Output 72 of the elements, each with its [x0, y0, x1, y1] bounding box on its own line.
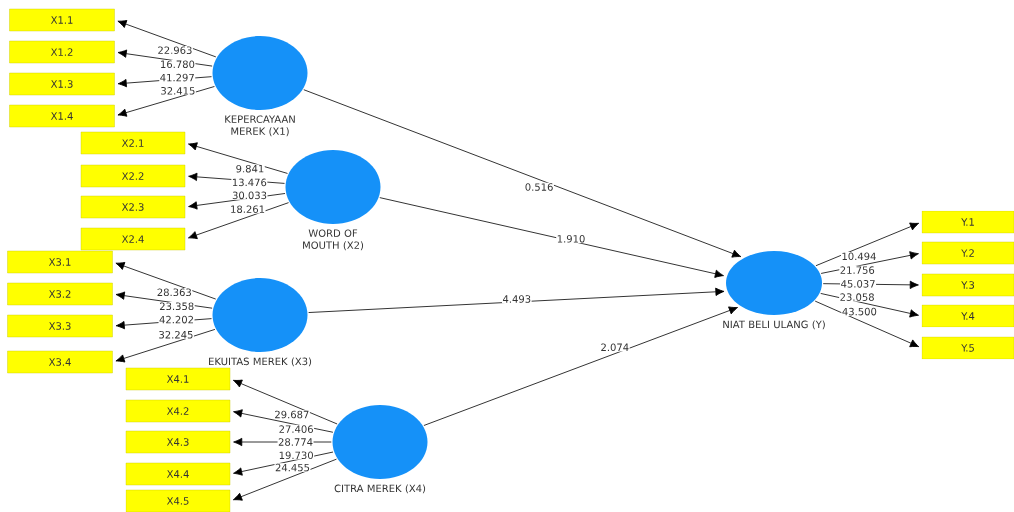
- edge-label: 4.493: [501, 294, 532, 304]
- arrow: [303, 89, 742, 258]
- arrow: [820, 251, 919, 274]
- indicator-box: X1.3: [9, 72, 115, 96]
- indicator-box: X3.4: [7, 350, 113, 374]
- arrow: [115, 291, 213, 309]
- arrow: [814, 300, 920, 348]
- edge-label: 43.500: [841, 307, 878, 316]
- arrow: [115, 329, 216, 363]
- edge-label: 23.058: [839, 292, 876, 302]
- edge-label: 22.963: [156, 45, 193, 55]
- indicator-box: X3.1: [7, 250, 113, 274]
- edge-label: 30.033: [231, 191, 268, 200]
- edge-label: 32.415: [159, 86, 196, 96]
- indicator-box: X1.2: [9, 40, 115, 64]
- indicator-box: X2.2: [80, 164, 186, 188]
- indicator-box: X3.2: [7, 282, 113, 306]
- arrow: [308, 287, 725, 313]
- arrow: [117, 20, 217, 58]
- edge-label: 42.202: [158, 315, 195, 324]
- edge-label: 10.494: [840, 252, 877, 261]
- arrow: [233, 451, 334, 476]
- edge-label: 23.358: [158, 301, 195, 311]
- arrow: [379, 197, 724, 278]
- construct-label: WORD OF MOUTH (X2): [303, 229, 364, 251]
- indicator-box: X1.4: [9, 104, 115, 128]
- indicator-box: X4.1: [125, 367, 231, 391]
- arrow: [423, 306, 738, 426]
- edge-label: 45.037: [840, 279, 877, 289]
- arrow: [188, 202, 289, 240]
- edge-label: 28.774: [277, 437, 314, 447]
- edge-label: 24.455: [274, 463, 311, 472]
- edge-label: 0.516: [524, 182, 554, 192]
- indicator-box: X4.5: [125, 489, 231, 512]
- construct-label: EKUITAS MEREK (X3): [209, 357, 312, 367]
- arrow: [233, 409, 334, 433]
- indicator-box: X4.3: [125, 430, 231, 454]
- edge-label: 21.756: [839, 265, 876, 275]
- edge-label: 18.261: [229, 204, 266, 214]
- arrow: [232, 379, 338, 425]
- indicator-box: X2.3: [80, 195, 186, 219]
- construct-label: NIAT BELI ULANG (Y): [723, 320, 825, 330]
- edge-label: 32.245: [157, 330, 194, 340]
- indicator-box: Y.2: [921, 241, 1014, 265]
- arrow: [115, 262, 217, 300]
- arrow: [188, 142, 288, 174]
- construct-label: KEPERCAYAAN MEREK (X1): [225, 115, 295, 137]
- indicator-box: X4.4: [125, 462, 231, 486]
- construct-label: CITRA MEREK (X4): [334, 484, 426, 494]
- edge-label: 29.687: [273, 410, 310, 419]
- edge-label: 19.730: [278, 451, 315, 460]
- indicator-box: X2.1: [80, 131, 186, 155]
- edge-label: 27.406: [278, 424, 315, 434]
- indicator-box: X1.1: [9, 8, 115, 32]
- arrow: [117, 86, 215, 117]
- arrow: [820, 293, 919, 318]
- arrow: [232, 458, 337, 501]
- edge-label: 1.910: [556, 234, 586, 244]
- indicator-box: Y.4: [921, 304, 1014, 328]
- indicator-box: X2.4: [80, 227, 186, 251]
- arrow: [815, 222, 920, 267]
- edge-label: 28.363: [156, 288, 193, 297]
- edge-label: 13.476: [231, 178, 268, 187]
- edge-label: 16.780: [159, 59, 196, 69]
- indicator-box: Y.3: [921, 273, 1014, 297]
- edge-label: 2.074: [600, 342, 630, 352]
- indicator-box: X3.3: [7, 314, 113, 338]
- edge-label: 9.841: [235, 164, 265, 173]
- edge-label: 41.297: [159, 73, 196, 82]
- indicator-box: X4.2: [125, 399, 231, 423]
- indicator-box: Y.5: [921, 336, 1014, 360]
- indicator-box: Y.1: [921, 210, 1014, 234]
